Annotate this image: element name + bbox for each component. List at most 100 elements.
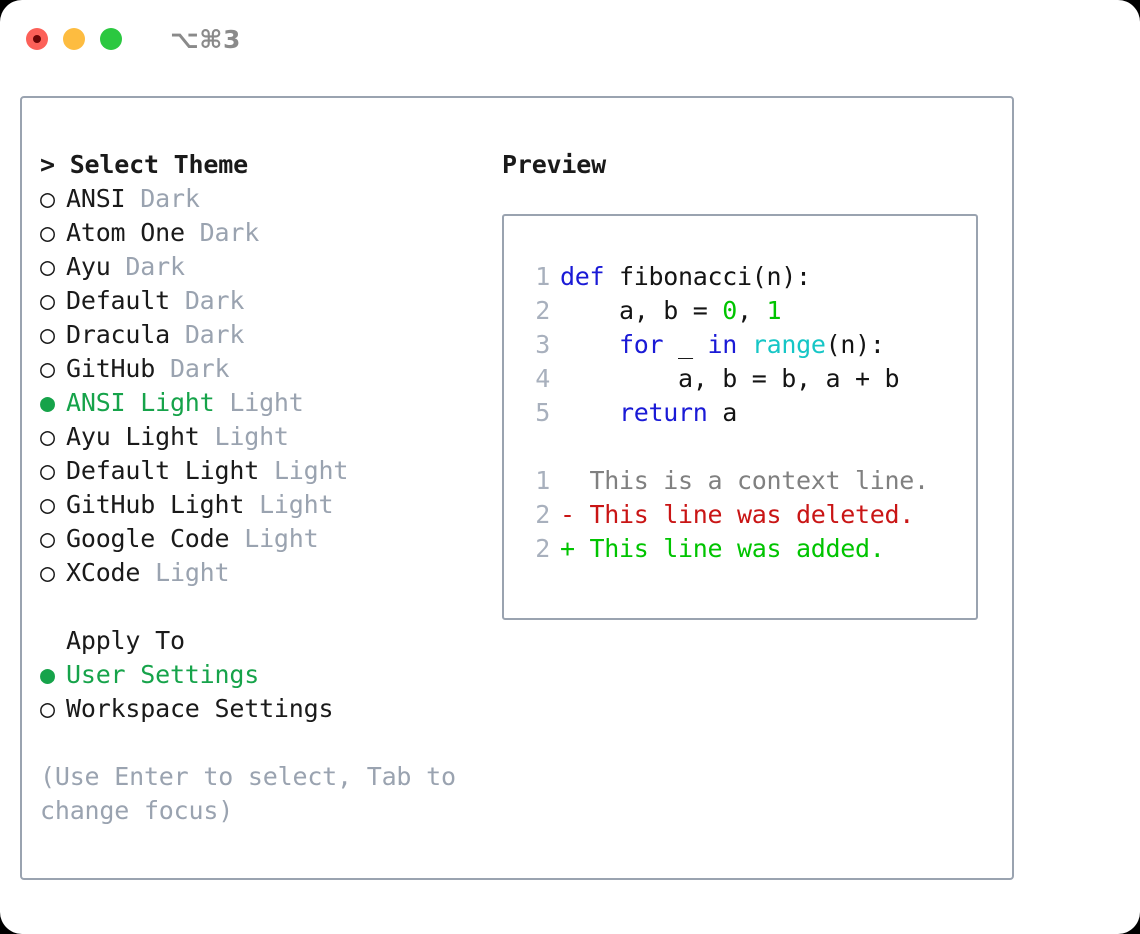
preview-title: Preview: [502, 150, 606, 179]
theme-name: Ayu Light: [66, 422, 200, 451]
code-line: 4 a, b = b, a + b: [522, 362, 976, 396]
code-token: _: [663, 330, 708, 359]
line-number: 2: [535, 296, 550, 325]
apply-to-list: ● User Settings ○Workspace Settings: [40, 658, 502, 726]
theme-name: XCode: [66, 558, 141, 587]
line-number: 5: [535, 398, 550, 427]
theme-name: Ayu: [66, 252, 111, 281]
diff-line: 2 - This line was deleted.: [522, 498, 976, 532]
line-number: 2: [535, 500, 550, 529]
code-token: range: [751, 330, 826, 359]
close-button[interactable]: [26, 28, 48, 50]
theme-name-spacer: [185, 218, 200, 247]
theme-list-item[interactable]: ●ANSI Light Light: [40, 386, 502, 420]
theme-list-item[interactable]: ○Default Light Light: [40, 454, 502, 488]
theme-list-item[interactable]: ○ GitHub Light Light: [40, 488, 502, 522]
title-bar: ⌥⌘3: [0, 0, 1140, 78]
theme-list-item[interactable]: ○ GitHub Dark: [40, 352, 502, 386]
code-token: a, b =: [560, 296, 723, 325]
code-token: ,: [737, 296, 767, 325]
theme-name-spacer: [229, 524, 244, 553]
line-number: 4: [535, 364, 550, 393]
theme-name: GitHub: [66, 354, 156, 383]
theme-name-spacer: [155, 354, 170, 383]
code-token: (n):: [825, 330, 885, 359]
line-number: 1: [535, 466, 550, 495]
theme-list-item[interactable]: ○ Ayu Light Light: [40, 420, 502, 454]
theme-list-item[interactable]: ○Google Code Light: [40, 522, 502, 556]
theme-variant-badge: Dark: [184, 320, 245, 349]
apply-to-item[interactable]: ○Workspace Settings: [40, 692, 502, 726]
theme-name: GitHub Light: [66, 490, 245, 519]
code-token: fibonacci(n):: [619, 262, 811, 291]
theme-list-item[interactable]: ○Ayu Dark: [40, 250, 502, 284]
apply-to-heading: Apply To: [66, 626, 185, 655]
theme-name-spacer: [140, 558, 155, 587]
theme-list-item[interactable]: ○Atom One Dark: [40, 216, 502, 250]
theme-variant-badge: Light: [259, 490, 334, 519]
theme-name: Google Code: [66, 524, 230, 553]
theme-variant-badge: Light: [273, 456, 349, 485]
theme-list-item[interactable]: ○ANSI Dark: [40, 182, 502, 216]
theme-list-item[interactable]: ○Default Dark: [40, 284, 502, 318]
theme-name-spacer: [244, 490, 259, 519]
theme-list-item[interactable]: ○ Dracula Dark: [40, 318, 502, 352]
keyboard-shortcut-label: ⌥⌘3: [170, 24, 241, 54]
maximize-button[interactable]: [100, 28, 122, 50]
code-token: [560, 398, 619, 427]
main-panel: > Select Theme ○ANSI Dark○Atom One Dark○…: [20, 96, 1014, 880]
code-line: 3 for _ in range(n):: [522, 328, 976, 362]
radio-selected-icon: ●: [40, 388, 55, 417]
code-token: a, b = b, a + b: [560, 364, 900, 393]
theme-variant-badge: Dark: [199, 218, 260, 247]
code-token: in: [707, 330, 738, 359]
theme-variant-badge: Dark: [169, 354, 230, 383]
code-token: return: [619, 398, 708, 427]
theme-name: Default Light: [66, 456, 260, 485]
apply-to-item[interactable]: ● User Settings: [40, 658, 502, 692]
apply-to-label: User Settings: [66, 660, 260, 689]
diff-text: This is a context line.: [560, 466, 930, 495]
diff-text: - This line was deleted.: [560, 500, 915, 529]
theme-name-spacer: [259, 456, 274, 485]
theme-name-spacer: [170, 286, 185, 315]
theme-variant-badge: Dark: [184, 286, 245, 315]
diff-line: 2+ This line was added.: [522, 532, 976, 566]
theme-name-spacer: [170, 320, 185, 349]
radio-unselected-icon: ○: [40, 422, 55, 451]
code-line: 5 return a: [522, 396, 976, 430]
theme-variant-badge: Dark: [140, 184, 200, 213]
diff-text: + This line was added.: [560, 534, 885, 563]
code-token: [737, 330, 752, 359]
theme-variant-badge: Light: [244, 524, 319, 553]
code-diff-separator: [522, 430, 976, 464]
theme-variant-badge: Light: [229, 388, 304, 417]
window-controls: [26, 28, 122, 50]
code-token: [560, 330, 619, 359]
line-number: 3: [535, 330, 550, 359]
theme-variant-badge: Light: [214, 422, 289, 451]
line-number: 1: [535, 262, 550, 291]
theme-list: ○ANSI Dark○Atom One Dark○Ayu Dark○Defaul…: [40, 182, 502, 590]
theme-picker-pane: > Select Theme ○ANSI Dark○Atom One Dark○…: [22, 98, 502, 878]
radio-unselected-icon: ○: [40, 252, 55, 281]
radio-selected-icon: ●: [40, 660, 55, 689]
radio-unselected-icon: ○: [40, 694, 55, 723]
radio-unselected-icon: ○: [40, 354, 55, 383]
keyboard-hint: (Use Enter to select, Tab to change focu…: [40, 762, 471, 825]
page-title: > Select Theme: [40, 150, 248, 179]
radio-unselected-icon: ○: [40, 320, 55, 349]
radio-unselected-icon: ○: [40, 490, 55, 519]
theme-list-item[interactable]: ○XCode Light: [40, 556, 502, 590]
theme-name: Dracula: [66, 320, 170, 349]
diff-sample: 1 This is a context line. 2 - This line wa…: [522, 464, 976, 566]
theme-name-spacer: [215, 388, 230, 417]
minimize-button[interactable]: [63, 28, 85, 50]
radio-unselected-icon: ○: [40, 286, 55, 315]
radio-unselected-icon: ○: [40, 218, 55, 247]
